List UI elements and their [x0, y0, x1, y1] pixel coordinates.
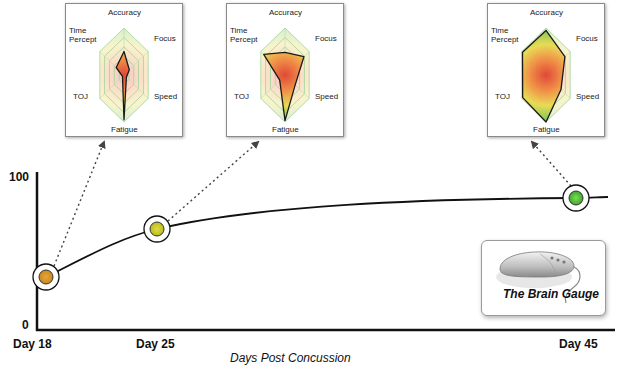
axis-label: Accuracy: [530, 8, 563, 17]
radar-chart: [488, 4, 604, 136]
axis-label: TOJ: [234, 92, 249, 101]
mouse-button: [550, 256, 553, 259]
tick-label: Day 45: [559, 337, 598, 351]
pointer-arrow: [54, 142, 104, 266]
axis-label: Accuracy: [108, 8, 141, 17]
pointer-arrow: [532, 142, 571, 186]
radar-data: [116, 52, 129, 120]
radar-ground: [261, 28, 309, 122]
radar-chart: [66, 4, 182, 136]
axis-label: Fatigue: [111, 125, 138, 134]
device-name: The Brain Gauge: [503, 287, 599, 301]
tick-label: Day 18: [13, 337, 52, 351]
radar-spoke: [100, 75, 124, 99]
radar-grid: [100, 28, 148, 122]
axis-label: Speed: [154, 92, 177, 101]
tick-label: Day 25: [136, 337, 175, 351]
data-point: [150, 222, 164, 236]
radar-panel: AccuracyFocusSpeedFatigue TOJ Time Percept: [65, 3, 183, 137]
axis-label: Time Percept: [230, 26, 260, 44]
radar-spoke: [124, 75, 148, 99]
pointer-arrow: [168, 142, 258, 221]
radar-data: [264, 52, 304, 120]
mouse-button: [562, 260, 565, 263]
axis-label: Time Percept: [491, 26, 521, 44]
x-axis: [36, 329, 615, 332]
device-inset: The Brain Gauge: [481, 240, 606, 316]
axis-label: Focus: [154, 34, 176, 43]
axis-label: Focus: [576, 34, 598, 43]
axis-label: Focus: [315, 34, 337, 43]
data-point: [569, 191, 583, 205]
axis-label: Fatigue: [272, 125, 299, 134]
radar-grid: [522, 28, 570, 122]
radar-panel: AccuracyFocusSpeedFatigue TOJ Time Percept: [487, 3, 605, 137]
mouse-seam: [540, 254, 556, 275]
radar-ground: [100, 28, 148, 122]
y-axis: [36, 172, 39, 331]
radar-panel: AccuracyFocusSpeedFatigue TOJ Time Percept: [226, 3, 344, 137]
recovery-curve: [46, 197, 608, 277]
mouse-illustration: [482, 241, 605, 315]
axis-label: Speed: [576, 92, 599, 101]
axis-min: 0: [22, 318, 29, 332]
mouse-body: [500, 252, 574, 277]
axis-label: TOJ: [495, 92, 510, 101]
axis-max: 100: [9, 170, 29, 184]
axis-label: Time Percept: [69, 26, 99, 44]
mouse-button: [556, 258, 559, 261]
radar-chart: [227, 4, 343, 136]
axis-label: Fatigue: [533, 125, 560, 134]
radar-ground: [522, 28, 570, 122]
radar-grid: [261, 28, 309, 122]
point-ring: [33, 264, 59, 290]
point-ring: [563, 185, 589, 211]
axis-title: Days Post Concussion: [230, 351, 351, 365]
axis-label: Speed: [315, 92, 338, 101]
axis-label: Accuracy: [269, 8, 302, 17]
data-point: [39, 270, 53, 284]
radar-data: [523, 30, 565, 122]
axis-label: TOJ: [73, 92, 88, 101]
point-ring: [144, 216, 170, 242]
